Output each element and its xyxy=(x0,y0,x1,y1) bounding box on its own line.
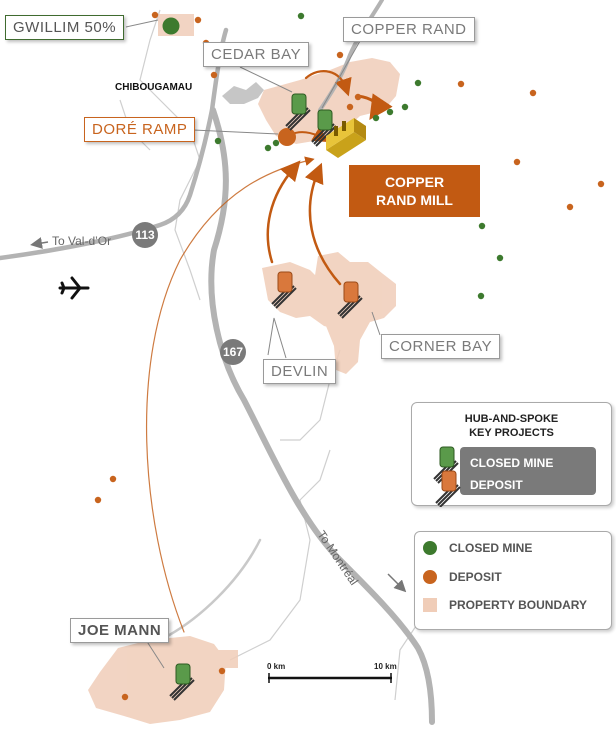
deposit-swatch xyxy=(423,570,437,584)
route-167-shield: 167 xyxy=(220,339,246,365)
hub-legend-deposit: DEPOSIT xyxy=(470,478,523,492)
property-swatch xyxy=(423,598,437,612)
property-boundaries xyxy=(88,14,400,724)
legend-closed-mine-label: CLOSED MINE xyxy=(449,541,533,555)
scale-bar xyxy=(268,673,392,683)
map-legend: CLOSED MINE DEPOSIT PROPERTY BOUNDARY xyxy=(414,531,612,630)
scale-label-start: 0 km xyxy=(267,662,286,671)
mill-label-line1: COPPER xyxy=(384,174,445,190)
callout-connectors xyxy=(125,19,381,669)
hub-and-spoke-legend: HUB-AND-SPOKE KEY PROJECTS CLOSED MINE D… xyxy=(411,402,612,507)
town-area xyxy=(222,82,264,104)
hub-legend-icons xyxy=(433,446,461,507)
callout-gwillim: GWILLIM 50% xyxy=(5,15,125,40)
hub-legend-panel xyxy=(460,447,596,495)
callout-dore-ramp: DORÉ RAMP xyxy=(84,117,196,142)
montreal-arrow xyxy=(387,573,407,593)
callout-corner-bay: CORNER BAY xyxy=(381,334,501,359)
mine-headframe-icon xyxy=(169,93,363,701)
road-label-val-dor: To Val-d’Or xyxy=(52,234,112,248)
dore-ramp-marker xyxy=(278,128,296,146)
hub-title-line2: KEY PROJECTS xyxy=(469,427,554,439)
hub-legend-title: HUB-AND-SPOKE KEY PROJECTS xyxy=(412,412,611,440)
mill-icon xyxy=(326,118,366,158)
scale-label-end: 10 km xyxy=(374,662,397,671)
copper-rand-mill-label: COPPER RAND MILL xyxy=(349,165,480,217)
callout-cedar-bay: CEDAR BAY xyxy=(203,42,310,67)
city-label-chibougamau: CHIBOUGAMAU xyxy=(115,82,193,93)
route-113-shield: 113 xyxy=(132,222,158,248)
closed-mine-swatch xyxy=(423,541,437,555)
legend-property-label: PROPERTY BOUNDARY xyxy=(449,598,588,612)
hub-legend-closed-mine: CLOSED MINE xyxy=(470,456,554,470)
callout-devlin: DEVLIN xyxy=(263,359,337,384)
callout-joe-mann: JOE MANN xyxy=(70,618,170,643)
mill-label-line2: RAND MILL xyxy=(376,192,453,208)
val-dor-arrow xyxy=(30,237,49,249)
callout-copper-rand: COPPER RAND xyxy=(343,17,475,42)
airport-icon xyxy=(58,276,90,300)
hub-title-line1: HUB-AND-SPOKE xyxy=(464,413,559,425)
closed-mine-dots xyxy=(162,12,504,300)
legend-deposit-label: DEPOSIT xyxy=(449,570,502,584)
